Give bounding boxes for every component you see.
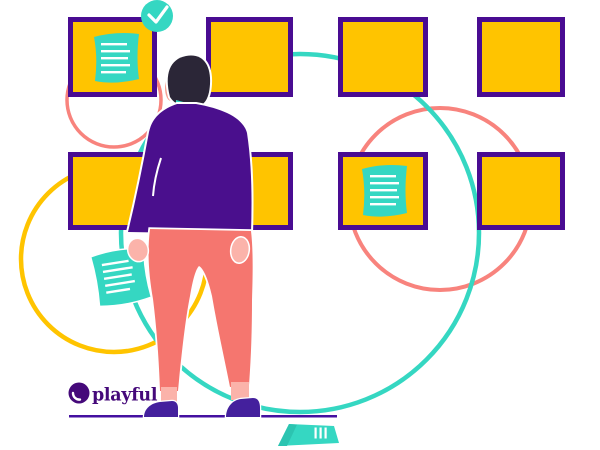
brand-name: playful (92, 386, 158, 406)
check-icon (147, 5, 169, 24)
note-lines (101, 259, 135, 294)
person-hand-left (126, 237, 150, 263)
background-shapes (18, 51, 533, 415)
person-hair (165, 53, 213, 110)
sticky-note-card1 (94, 33, 139, 83)
logo-mark-detail (71, 391, 82, 401)
logo-mark (68, 382, 90, 404)
sticky-note-card7 (362, 165, 407, 217)
board-card-2 (206, 17, 293, 97)
board-card-3 (338, 17, 428, 97)
board-card-4 (477, 17, 565, 97)
person-torso (125, 102, 254, 237)
ground-line (69, 415, 337, 418)
person (125, 53, 262, 419)
paper-tray-shape (278, 424, 339, 446)
note-lines (370, 175, 399, 206)
paper-tray-shadow (278, 424, 297, 446)
person-shoe-right (224, 396, 262, 419)
check-badge-circle (141, 0, 173, 32)
person-hand-right (229, 236, 251, 264)
board-card-8 (477, 152, 565, 230)
torso-crease (152, 157, 162, 197)
teal-circle-outline (118, 51, 482, 415)
person-shoe-left (142, 399, 180, 419)
paper-tray-lines (314, 427, 327, 439)
check-badge (141, 0, 173, 32)
note-lines (101, 43, 130, 74)
brand-logo: playful (68, 382, 158, 406)
person-pants (146, 227, 255, 393)
person-ankle-right (231, 382, 249, 400)
